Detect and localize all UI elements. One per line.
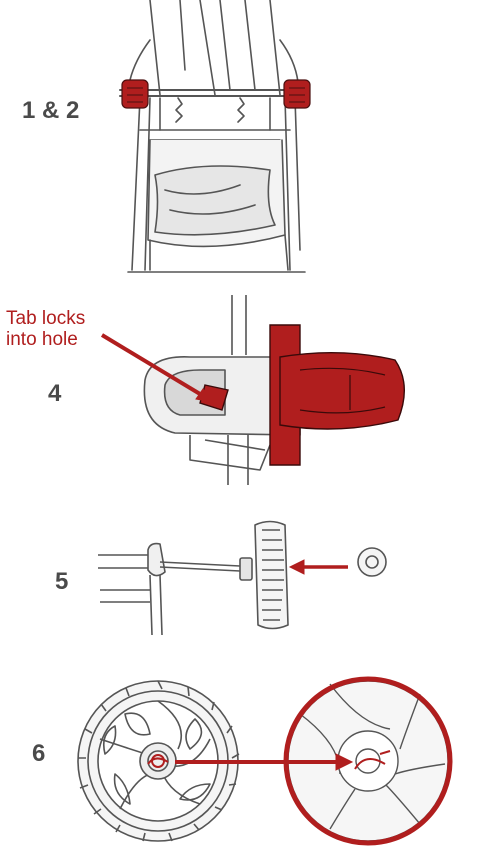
- step-5-panel: 5: [0, 510, 477, 635]
- step-1-2-panel: 1 & 2: [0, 0, 477, 275]
- step-4-panel: Tab locks into hole 4: [0, 285, 477, 485]
- step-label-1-2: 1 & 2: [22, 97, 80, 124]
- step-label-5: 5: [55, 568, 69, 595]
- step-6-panel: 6: [0, 654, 477, 864]
- step-label-4: 4: [48, 380, 62, 407]
- callout-line-2: into hole: [6, 329, 78, 350]
- step-5-illustration: [98, 520, 387, 635]
- step-label-6: 6: [32, 740, 46, 767]
- callout-line-1: Tab locks: [6, 308, 86, 329]
- step-4-illustration: [100, 295, 406, 485]
- tab-locks-callout: Tab locks into hole: [6, 308, 85, 350]
- step-6-illustration: [77, 676, 453, 846]
- step-1-2-illustration: [119, 0, 311, 273]
